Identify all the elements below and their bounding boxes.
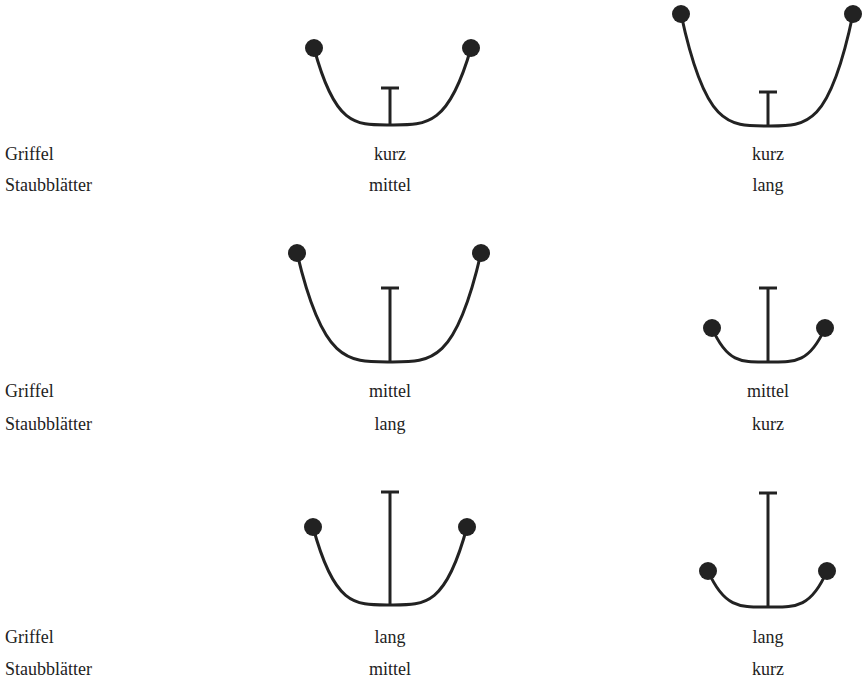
stamen-curve [314,48,471,125]
length-label: lang [753,627,784,649]
anther-dot [672,5,690,23]
anther-dot [818,562,836,580]
length-label: kurz [752,144,784,166]
anther-dot [458,518,476,536]
stamen-curve [297,253,481,362]
anther-dot [699,562,717,580]
stigma-bar [381,287,399,290]
stigma-bar [759,287,777,290]
length-label: mittel [369,175,411,197]
style-stalk [767,288,770,362]
row-label: Staubblätter [5,414,92,436]
style-stalk [767,92,770,126]
anther-dot [462,39,480,57]
anther-dot [703,319,721,337]
length-label: mittel [747,381,789,403]
length-label: lang [753,175,784,197]
stigma-bar [381,87,399,90]
length-label: kurz [374,144,406,166]
length-label: kurz [752,414,784,436]
anther-dot [304,518,322,536]
row-label: Griffel [5,144,54,166]
anther-dot [844,5,862,23]
length-label: lang [375,414,406,436]
anther-dot [288,244,306,262]
anther-dot [472,244,490,262]
anther-dot [305,39,323,57]
row-label: Griffel [5,381,54,403]
row-label: Staubblätter [5,175,92,197]
length-label: kurz [752,659,784,681]
row-label: Griffel [5,627,54,649]
stigma-bar [381,491,399,494]
row-label: Staubblätter [5,659,92,681]
length-label: lang [375,627,406,649]
style-stalk [389,288,392,362]
style-stalk [767,493,770,607]
stigma-bar [759,91,777,94]
style-stalk [389,492,392,605]
stigma-bar [759,492,777,495]
length-label: mittel [369,381,411,403]
anther-dot [816,319,834,337]
stamen-curve [681,14,853,126]
length-label: mittel [369,659,411,681]
style-stalk [389,88,392,125]
